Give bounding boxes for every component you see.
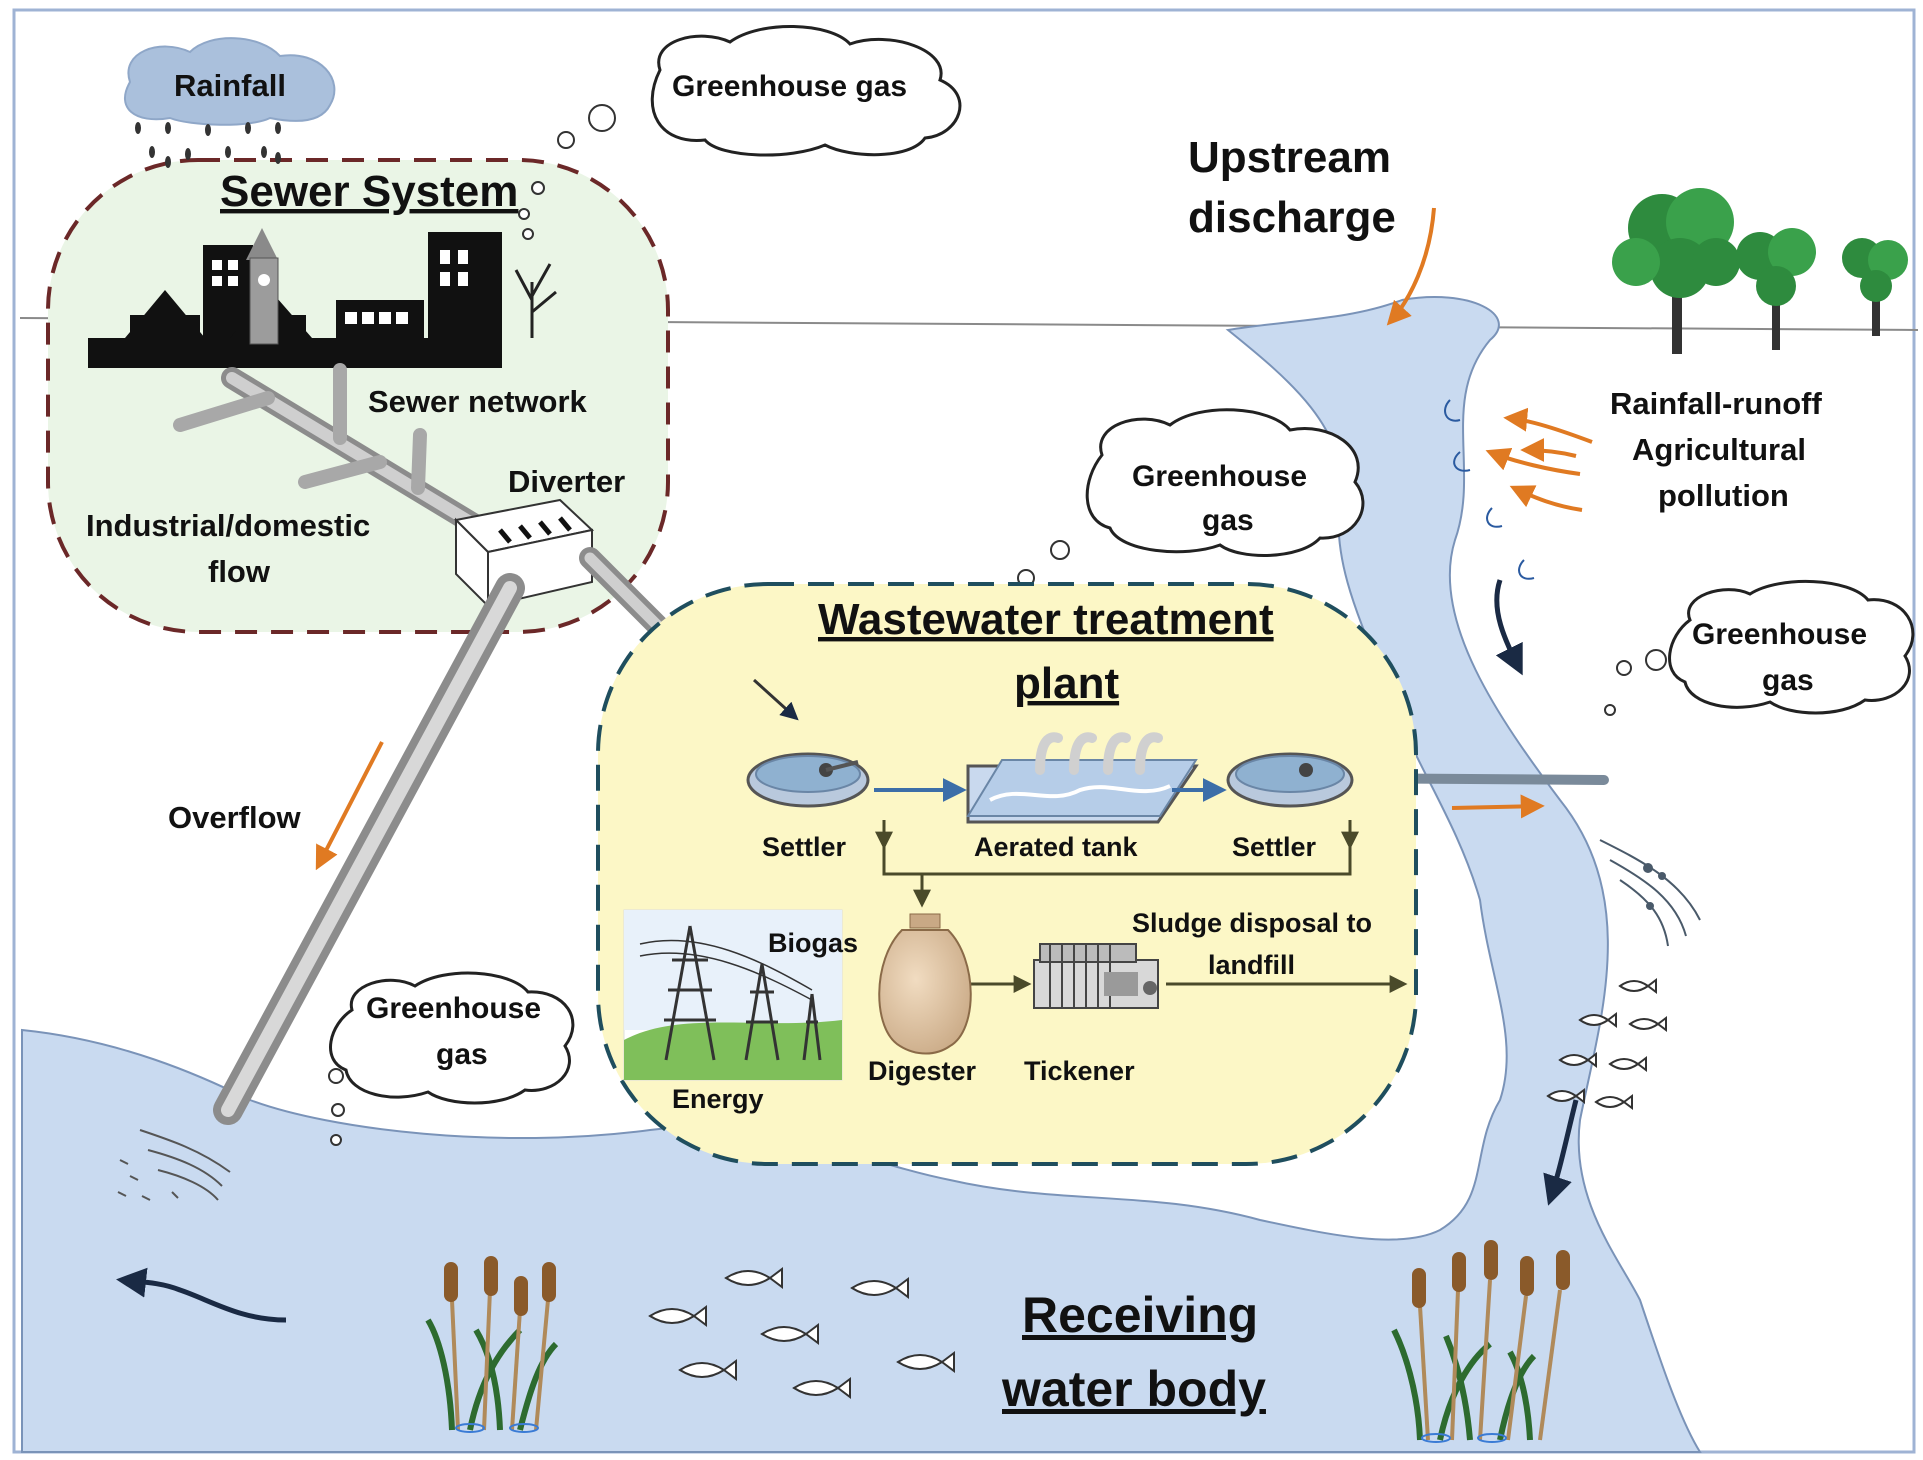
- river-flow-arrow-upper: [1494, 579, 1523, 676]
- overflow-label: Overflow: [168, 800, 302, 835]
- cattails-left: [425, 1256, 559, 1433]
- upstream-label-line1: Upstream: [1188, 133, 1391, 182]
- sludge-disposal-label-line1: Sludge disposal to: [1132, 908, 1372, 938]
- sewer-network-label: Sewer network: [368, 384, 588, 419]
- church-tower: [246, 228, 279, 345]
- digester: [878, 913, 972, 1055]
- city-windows: [212, 250, 468, 324]
- runoff-label-line1: Rainfall-runoff: [1610, 386, 1822, 421]
- settler-1-label: Settler: [762, 832, 847, 862]
- outflow-splash: [117, 1129, 231, 1201]
- receiving-title-line1: Receiving: [1022, 1287, 1258, 1343]
- discharge-ripples: [1599, 839, 1701, 947]
- runoff-arrows: [1485, 407, 1593, 512]
- digester-label: Digester: [868, 1056, 977, 1086]
- greenhouse-gas-cloud-right-text1: Greenhouse: [1692, 618, 1867, 651]
- greenhouse-gas-cloud-left: Greenhouse gas: [328, 971, 575, 1146]
- discharge-arrow: [1451, 794, 1545, 819]
- trees: [1612, 188, 1908, 354]
- industrial-domestic-label-line1: Industrial/domestic: [86, 508, 370, 543]
- settler-1: [746, 752, 870, 808]
- overflow-pipe-highlight: [221, 581, 517, 1117]
- greenhouse-gas-cloud-right-text2: gas: [1762, 664, 1814, 697]
- river-flow-arrow-lower: [1543, 1099, 1579, 1206]
- greenhouse-gas-cloud-top: Greenhouse gas: [518, 25, 962, 240]
- wwtp-title-line1: Wastewater treatment: [818, 595, 1274, 644]
- greenhouse-gas-cloud-right: Greenhouse gas: [1604, 579, 1915, 716]
- rain-drops: [135, 122, 281, 168]
- greenhouse-gas-cloud-top-text: Greenhouse gas: [672, 70, 907, 103]
- biogas-label: Biogas: [768, 928, 858, 958]
- greenhouse-gas-cloud-left-text1: Greenhouse: [366, 992, 541, 1025]
- wwtp-title-line2: plant: [1014, 659, 1119, 708]
- sewer-network-pipes: [173, 363, 491, 539]
- upstream-label-line2: discharge: [1188, 193, 1396, 242]
- runoff-label-line2: Agricultural: [1632, 432, 1806, 467]
- wwtp-inflow-arrow: [752, 678, 799, 721]
- cattails-right: [1391, 1240, 1570, 1443]
- sludge-disposal-label-line2: landfill: [1208, 950, 1295, 980]
- lake-flow-arrow: [116, 1267, 287, 1323]
- greenhouse-gas-cloud-middle-text2: gas: [1202, 504, 1254, 537]
- settler-2: [1226, 752, 1354, 808]
- greenhouse-gas-cloud-middle-text1: Greenhouse: [1132, 460, 1307, 493]
- runoff-label-line3: pollution: [1658, 478, 1789, 513]
- energy-picture: [623, 909, 843, 1081]
- energy-label: Energy: [672, 1084, 764, 1114]
- receiving-title-line2: water body: [1001, 1361, 1266, 1417]
- rain-cloud: [124, 37, 336, 126]
- water-body: [21, 296, 1702, 1453]
- greenhouse-gas-cloud-left-text2: gas: [436, 1038, 488, 1071]
- industrial-domestic-label-line2: flow: [208, 554, 271, 589]
- sewer-system-title: Sewer System: [220, 167, 518, 216]
- tickener: [1033, 943, 1159, 1009]
- diverter-label: Diverter: [508, 464, 625, 499]
- tickener-label: Tickener: [1024, 1056, 1135, 1086]
- overflow-arrow: [315, 741, 384, 871]
- sludge-lines: [875, 820, 1408, 993]
- rainfall-label: Rainfall: [174, 68, 286, 103]
- runoff-inlets: [1444, 399, 1535, 580]
- bare-tree: [514, 263, 557, 338]
- upstream-arrow: [1386, 207, 1436, 326]
- fish-school: [648, 978, 1667, 1399]
- settler-2-label: Settler: [1232, 832, 1317, 862]
- aerated-tank: [966, 732, 1199, 824]
- aerated-tank-label: Aerated tank: [974, 832, 1139, 862]
